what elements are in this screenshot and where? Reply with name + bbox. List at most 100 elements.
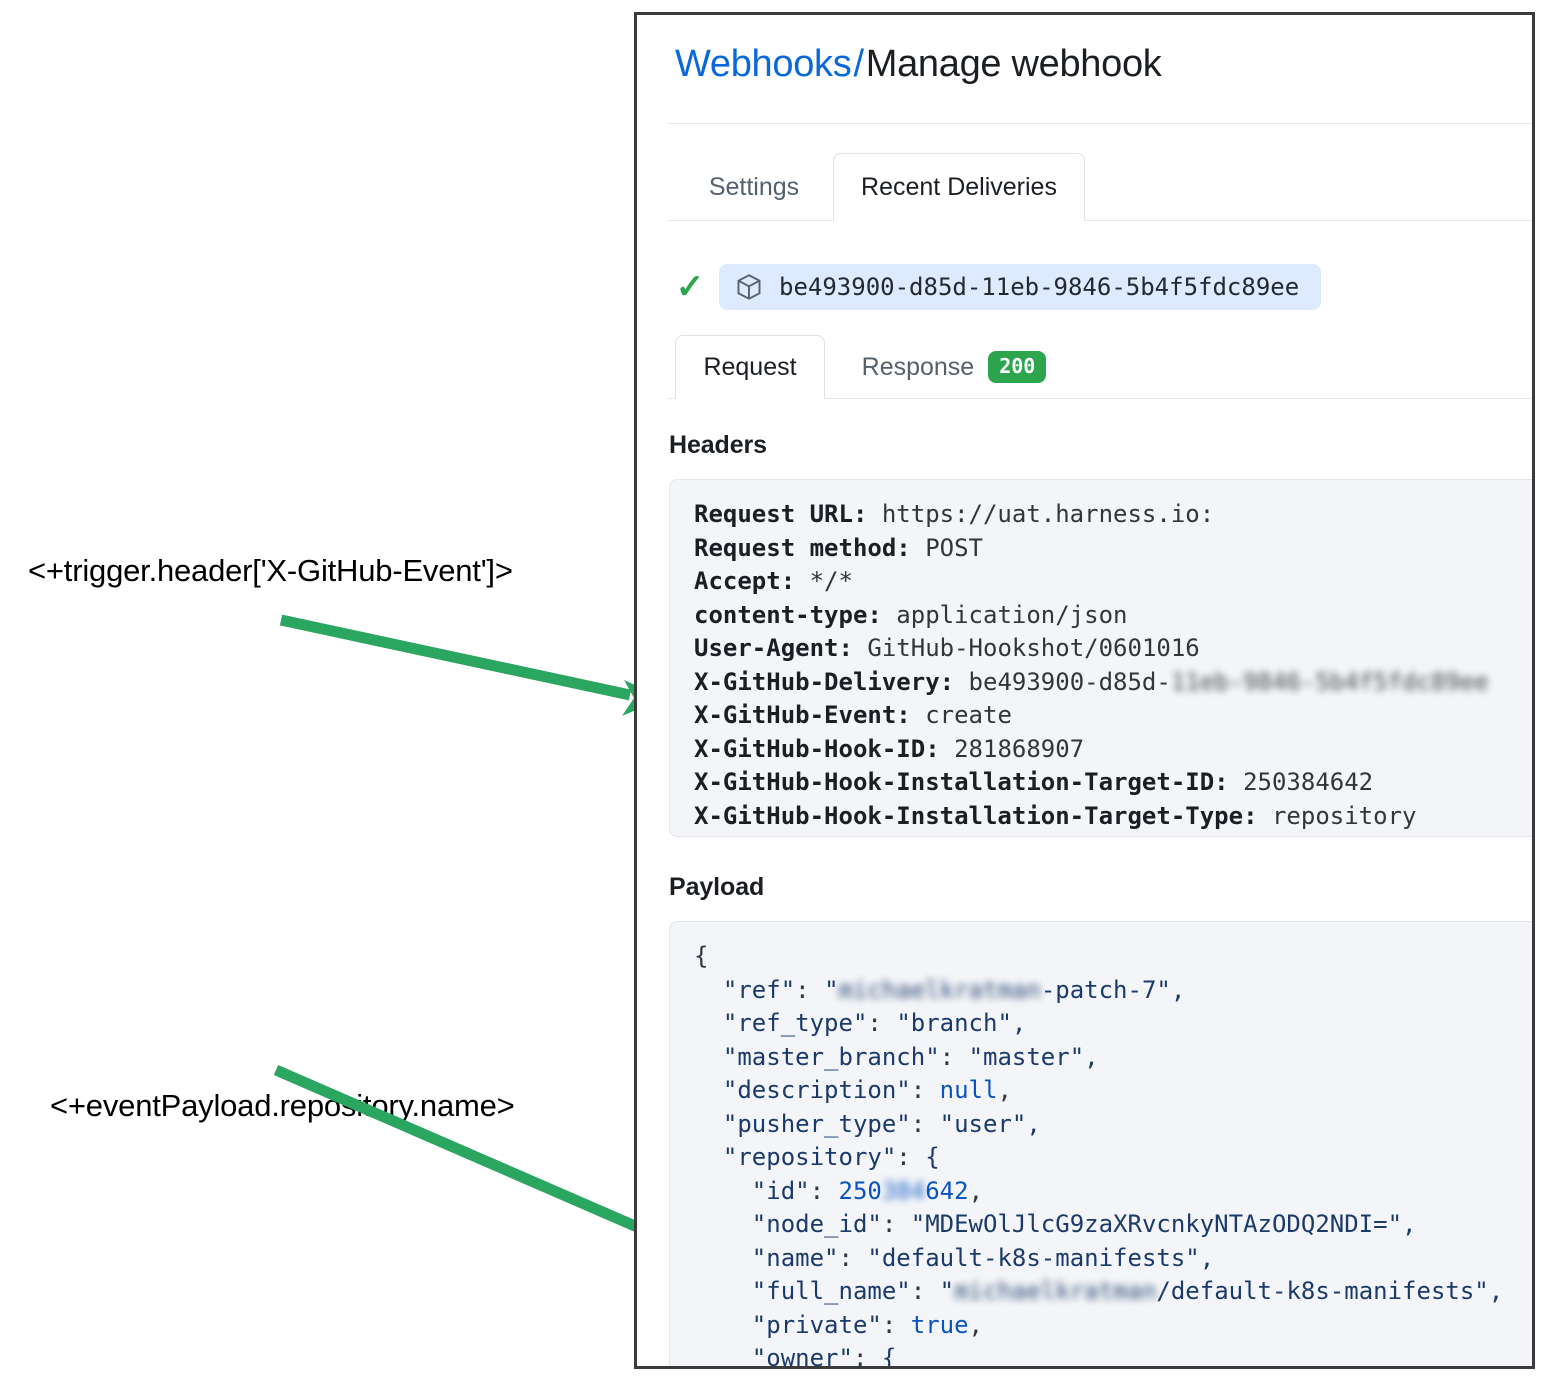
header-line: User-Agent: GitHub-Hookshot/0601016 xyxy=(694,632,1532,666)
payload-line: "ref": "michaelkratman-patch-7", xyxy=(694,974,1532,1008)
payload-separator: : xyxy=(867,1009,897,1037)
payload-value: -patch-7", xyxy=(1040,975,1186,1004)
annotation-payload-expression: <+eventPayload.repository.name> xyxy=(50,1088,515,1123)
breadcrumb-webhooks-link[interactable]: Webhooks xyxy=(675,43,852,85)
header-line: X-GitHub-Hook-ID: 281868907 xyxy=(694,733,1532,767)
payload-line: "id": 250384642, xyxy=(694,1175,1532,1209)
payload-value: "default-k8s-manifests", xyxy=(867,1243,1215,1272)
payload-value: "branch", xyxy=(896,1009,1027,1037)
tab-settings[interactable]: Settings xyxy=(708,172,800,201)
payload-indent xyxy=(694,1344,752,1366)
payload-separator: : xyxy=(881,1310,911,1339)
webhook-panel: Webhooks/Manage webhook Settings Recent … xyxy=(634,12,1535,1369)
payload-key: "owner" xyxy=(751,1344,853,1366)
header-line: content-type: application/json xyxy=(694,599,1532,633)
payload-indent xyxy=(694,1177,752,1205)
breadcrumb-separator: / xyxy=(853,43,864,85)
header-key: X-GitHub-Event: xyxy=(694,701,911,729)
header-value: */* xyxy=(795,567,853,595)
payload-value: "user", xyxy=(939,1109,1041,1138)
header-value: 281868907 xyxy=(939,734,1085,763)
payload-separator: : xyxy=(795,975,825,1004)
payload-heading: Payload xyxy=(669,873,765,901)
delivery-row[interactable]: ✓ be493900-d85d-11eb-9846-5b4f5fdc89ee xyxy=(675,263,1322,311)
payload-indent xyxy=(694,976,723,1004)
payload-indent xyxy=(694,1244,752,1272)
payload-quote: " xyxy=(939,1277,955,1305)
payload-indent xyxy=(694,1210,752,1238)
payload-literal: 642 xyxy=(925,1176,969,1205)
breadcrumb-current: Manage webhook xyxy=(865,43,1162,85)
payload-separator: : xyxy=(939,1042,969,1071)
payload-literal: true xyxy=(910,1310,969,1339)
header-line: X-GitHub-Delivery: be493900-d85d-11eb-98… xyxy=(694,666,1532,700)
payload-key: "description" xyxy=(722,1076,911,1104)
payload-value: { xyxy=(881,1344,897,1366)
payload-key: "private" xyxy=(751,1310,882,1339)
payload-line: "ref_type": "branch", xyxy=(694,1007,1532,1041)
package-icon xyxy=(737,274,761,300)
tab-recent-deliveries[interactable]: Recent Deliveries xyxy=(833,153,1085,221)
header-value-redacted: 11eb-9846-5b4f5fdc89ee xyxy=(1170,667,1489,696)
payload-separator: : xyxy=(896,1143,926,1171)
payload-indent xyxy=(694,1143,723,1171)
primary-tab-strip: Settings Recent Deliveries xyxy=(667,153,1532,221)
payload-separator: : xyxy=(881,1210,911,1238)
payload-indent xyxy=(694,1043,723,1071)
payload-indent xyxy=(694,1076,723,1104)
payload-text: { xyxy=(694,942,709,970)
payload-value: "master", xyxy=(968,1042,1099,1071)
payload-key: "node_id" xyxy=(751,1210,882,1238)
header-line: X-GitHub-Hook-Installation-Target-Type: … xyxy=(694,800,1532,834)
header-line: Request method: POST xyxy=(694,532,1532,566)
payload-value: , xyxy=(968,1176,984,1205)
payload-code-box: { "ref": "michaelkratman-patch-7", "ref_… xyxy=(669,921,1532,1366)
header-value: POST xyxy=(910,533,983,562)
payload-separator: : xyxy=(852,1344,882,1366)
header-value: be493900-d85d- xyxy=(954,667,1171,696)
headers-code-box: Request URL: https://uat.harness.io:Requ… xyxy=(669,479,1532,837)
tab-response[interactable]: Response 200 xyxy=(825,335,1083,399)
payload-line: "master_branch": "master", xyxy=(694,1041,1532,1075)
payload-indent xyxy=(694,1009,723,1037)
payload-value: { xyxy=(925,1143,940,1171)
annotation-header-expression: <+trigger.header['X-GitHub-Event']> xyxy=(28,553,513,588)
tab-response-label: Response xyxy=(861,352,975,381)
payload-key: "repository" xyxy=(722,1143,897,1171)
header-key: Accept: xyxy=(694,567,796,595)
payload-line: "pusher_type": "user", xyxy=(694,1108,1532,1142)
secondary-tab-strip: Request Response 200 xyxy=(667,335,1532,399)
payload-separator: : xyxy=(910,1277,940,1305)
payload-key: "master_branch" xyxy=(722,1042,940,1071)
check-icon: ✓ xyxy=(675,268,705,306)
payload-indent xyxy=(694,1277,752,1305)
header-key: X-GitHub-Delivery: xyxy=(694,667,955,696)
payload-key: "ref_type" xyxy=(722,1009,868,1037)
header-key: X-GitHub-Hook-ID: xyxy=(694,734,940,763)
status-badge: 200 xyxy=(988,351,1047,383)
header-line: Accept: */* xyxy=(694,565,1532,599)
payload-line: { xyxy=(694,940,1532,974)
tab-request[interactable]: Request xyxy=(675,335,825,399)
delivery-id-chip[interactable]: be493900-d85d-11eb-9846-5b4f5fdc89ee xyxy=(719,264,1322,310)
header-line: Request URL: https://uat.harness.io: xyxy=(694,498,1532,532)
payload-separator: : xyxy=(838,1243,868,1272)
primary-tabs-divider xyxy=(667,220,1532,221)
payload-line: "owner": { xyxy=(694,1342,1532,1366)
payload-value: , xyxy=(997,1076,1012,1104)
payload-key: "pusher_type" xyxy=(722,1109,911,1138)
payload-key: "name" xyxy=(751,1243,839,1272)
payload-line: "full_name": "michaelkratman/default-k8s… xyxy=(694,1275,1532,1309)
page-title: Webhooks/Manage webhook xyxy=(675,43,1162,86)
payload-separator: : xyxy=(910,1109,940,1138)
payload-line: "name": "default-k8s-manifests", xyxy=(694,1242,1532,1276)
payload-key: "ref" xyxy=(722,975,796,1004)
title-divider xyxy=(667,123,1532,124)
header-value: 250384642 xyxy=(1228,768,1374,796)
header-key: User-Agent: xyxy=(694,634,853,662)
payload-value: "MDEwOlJlcG9zaXRvcnkyNTAzODQ2NDI=", xyxy=(910,1210,1417,1238)
payload-key: "full_name" xyxy=(751,1277,911,1305)
header-key: Request URL: xyxy=(694,500,868,528)
delivery-id-text: be493900-d85d-11eb-9846-5b4f5fdc89ee xyxy=(779,273,1300,301)
payload-indent xyxy=(694,1311,752,1339)
